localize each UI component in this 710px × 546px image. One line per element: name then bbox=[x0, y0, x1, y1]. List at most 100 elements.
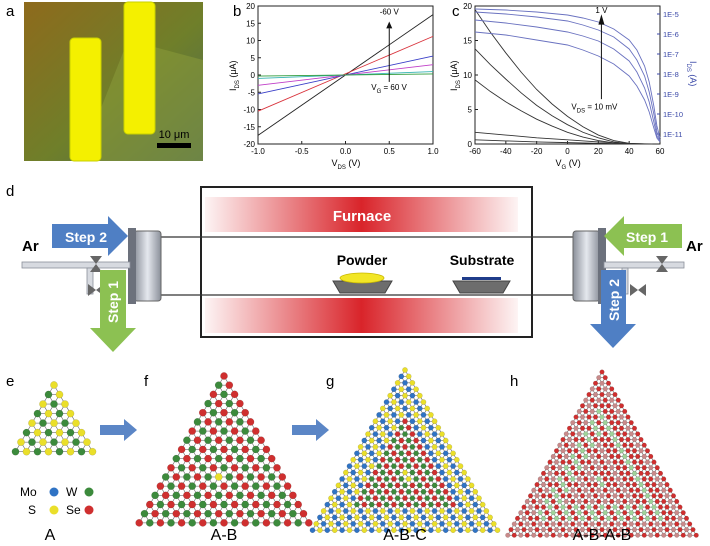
atom bbox=[172, 473, 181, 481]
atom bbox=[658, 493, 664, 499]
atom bbox=[622, 487, 628, 493]
atom bbox=[612, 470, 618, 476]
atom bbox=[204, 418, 212, 426]
atom bbox=[550, 498, 556, 504]
atom bbox=[391, 514, 397, 521]
atom bbox=[246, 491, 255, 500]
atom bbox=[625, 482, 631, 488]
atom bbox=[599, 425, 605, 431]
atom bbox=[394, 508, 401, 514]
chart-b-ytick-label: -15 bbox=[243, 123, 255, 132]
atom bbox=[583, 420, 589, 426]
atom bbox=[554, 515, 560, 521]
atom bbox=[593, 515, 599, 521]
atom bbox=[435, 424, 442, 431]
atom bbox=[188, 427, 196, 435]
atom bbox=[439, 521, 445, 527]
atom bbox=[357, 495, 364, 501]
atom bbox=[435, 450, 442, 457]
panel-label-a: a bbox=[6, 3, 15, 20]
atom bbox=[567, 425, 573, 431]
atom bbox=[619, 470, 625, 476]
atom bbox=[431, 456, 438, 463]
atom bbox=[544, 476, 550, 482]
atom bbox=[39, 438, 47, 446]
atom bbox=[589, 453, 595, 459]
chart-c-log-series-1 bbox=[474, 11, 661, 141]
gas-label-right: Ar bbox=[686, 238, 703, 255]
atom bbox=[402, 367, 408, 373]
atom bbox=[409, 380, 416, 386]
atom bbox=[379, 521, 386, 527]
atom bbox=[651, 470, 657, 476]
valve-right-side-b bbox=[638, 284, 646, 296]
atom bbox=[612, 425, 618, 431]
atom bbox=[236, 509, 244, 518]
atom bbox=[204, 509, 212, 518]
atom bbox=[66, 428, 75, 437]
atom bbox=[394, 469, 401, 476]
atom bbox=[428, 501, 434, 508]
atom bbox=[416, 482, 423, 489]
atom bbox=[309, 527, 316, 534]
atom bbox=[476, 521, 482, 527]
atom bbox=[534, 515, 540, 521]
atom bbox=[674, 521, 680, 527]
atom bbox=[638, 515, 644, 521]
atom bbox=[583, 532, 589, 538]
valve-left-side-b bbox=[88, 284, 96, 296]
atom bbox=[544, 487, 550, 493]
atom bbox=[654, 510, 660, 516]
atom bbox=[671, 504, 677, 510]
atom bbox=[583, 408, 589, 414]
atom bbox=[209, 519, 218, 527]
atom bbox=[320, 508, 327, 514]
atom bbox=[225, 454, 234, 463]
atom bbox=[541, 470, 547, 476]
atom bbox=[236, 491, 244, 500]
atom bbox=[151, 491, 159, 500]
atom bbox=[251, 445, 260, 454]
atom bbox=[641, 498, 647, 504]
chart-b-ylabel: IDS (μA) bbox=[228, 60, 241, 91]
atom bbox=[619, 437, 625, 443]
atom bbox=[602, 487, 608, 493]
atom bbox=[612, 515, 618, 521]
atom bbox=[442, 476, 449, 482]
atom bbox=[557, 442, 563, 448]
atom bbox=[606, 380, 612, 386]
chart-b-ytick-label: 15 bbox=[246, 19, 255, 28]
atom bbox=[602, 408, 608, 414]
crystal-label-g: A-B-C bbox=[383, 527, 427, 544]
atom bbox=[554, 504, 560, 510]
atom bbox=[570, 487, 576, 493]
atom bbox=[541, 515, 547, 521]
atom bbox=[576, 532, 582, 538]
atom bbox=[580, 493, 586, 499]
atom bbox=[354, 463, 360, 469]
atom bbox=[376, 514, 382, 521]
atom bbox=[465, 501, 471, 508]
atom bbox=[554, 448, 560, 454]
atom bbox=[563, 521, 569, 527]
atom bbox=[317, 514, 323, 521]
atom bbox=[22, 447, 31, 456]
atom bbox=[599, 403, 605, 409]
atom bbox=[405, 488, 412, 495]
atom bbox=[606, 515, 612, 521]
atom bbox=[570, 532, 576, 538]
atom bbox=[204, 454, 212, 463]
atom bbox=[580, 527, 586, 533]
chart-c-ytick-label: 10 bbox=[463, 71, 472, 80]
atom bbox=[391, 527, 397, 534]
atom bbox=[593, 425, 599, 431]
atom bbox=[628, 476, 634, 482]
atom bbox=[602, 386, 608, 392]
atom bbox=[560, 470, 566, 476]
atom bbox=[394, 495, 401, 501]
atom bbox=[638, 493, 644, 499]
atom bbox=[379, 405, 386, 412]
crystal-e-atoms bbox=[11, 381, 97, 456]
atom bbox=[220, 519, 228, 527]
